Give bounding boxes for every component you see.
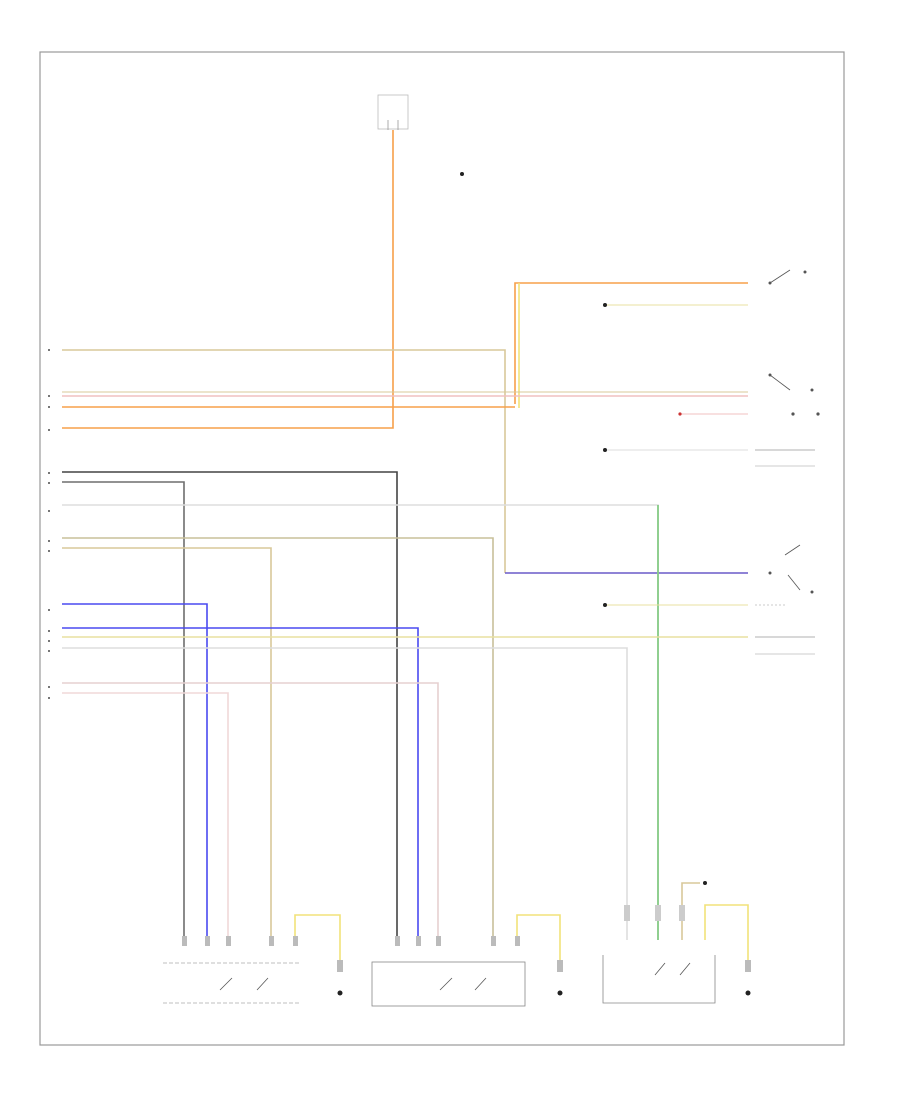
wire-brn-wht (62, 547, 272, 940)
top-control-module (377, 94, 464, 176)
central-locking-unit (602, 881, 716, 1004)
wire-gray-2 (62, 481, 185, 940)
left-ground (337, 960, 343, 996)
wire-tan-upper (62, 349, 506, 573)
wire-vio-2 (62, 692, 229, 940)
wire-vio-1 (62, 682, 439, 940)
right-door-lock (371, 936, 526, 1007)
wire-central-ground (704, 904, 749, 962)
diagram-frame (39, 51, 845, 1046)
wire-wht-red-lower (62, 647, 628, 940)
wire-left-ground (294, 914, 341, 962)
right-components (603, 269, 820, 655)
left-pin-marks (48, 349, 50, 699)
wire-orange-module (62, 130, 394, 429)
bottom-components (163, 881, 751, 1007)
wire-wht-grn (62, 504, 659, 940)
wire-blue-2 (62, 627, 419, 940)
wire-right-ground (516, 914, 561, 962)
wire-blue-1 (62, 603, 208, 940)
wire-brn-yel (62, 537, 494, 940)
central-ground (745, 960, 751, 996)
wires (62, 130, 749, 962)
ground-note-marker (460, 172, 464, 176)
wire-orange-right (514, 282, 748, 404)
right-ground (557, 960, 563, 996)
top-module-box (377, 94, 409, 130)
wire-gray-1 (62, 471, 398, 940)
left-door-lock (163, 936, 300, 1004)
